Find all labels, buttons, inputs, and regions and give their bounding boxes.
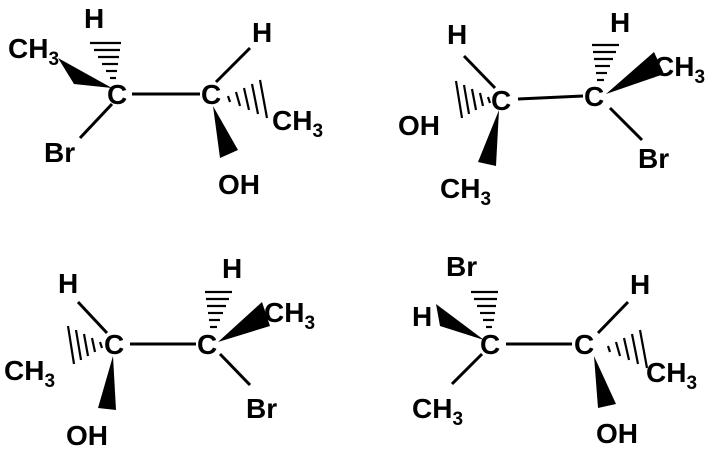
hashed-bond-h [592, 43, 619, 82]
carbon-right: C [584, 81, 604, 112]
hydrogen-left: H [84, 3, 104, 34]
hashed-bond-br [471, 290, 498, 329]
hydrogen-right: H [252, 17, 272, 48]
c-ch3-bond [450, 352, 484, 386]
methyl-left: CH3 [412, 393, 463, 430]
structure-3: C C H CH3 OH H CH3 Br [4, 253, 315, 451]
hydroxyl: OH [596, 418, 638, 449]
wedge-bond-ch3-right [606, 52, 664, 94]
c-h-bond [462, 54, 497, 90]
wedge-bond-oh [213, 106, 238, 158]
hydrogen-left: H [412, 301, 432, 332]
methyl-right: CH3 [654, 51, 705, 88]
hydrogen-left: H [447, 19, 467, 50]
structure-2: C C H OH CH3 H CH3 Br [398, 7, 705, 210]
methyl-right: CH3 [272, 105, 323, 142]
structure-4: C C Br H CH3 H CH3 OH [412, 251, 697, 449]
wedge-bond-ch3-right [218, 302, 270, 342]
bromine: Br [44, 137, 75, 168]
c-br-bond [608, 106, 644, 142]
carbon-left: C [480, 329, 500, 360]
bromine: Br [446, 251, 477, 282]
c-h-bond [596, 300, 630, 335]
structure-1: C C H CH3 Br H CH3 OH [8, 3, 323, 200]
hydrogen-right: H [630, 269, 650, 300]
hashed-bond-oh [454, 80, 492, 119]
hashed-bond-ch3 [226, 79, 269, 119]
wedge-bond-ch3 [58, 58, 112, 88]
hydrogen-right: H [610, 7, 630, 38]
bromine: Br [638, 143, 669, 174]
methyl-left: CH3 [8, 33, 59, 70]
wedge-bond-h [436, 304, 484, 340]
hydroxyl: OH [66, 420, 108, 451]
carbon-right: C [201, 79, 221, 110]
hashed-bond-h [205, 290, 232, 329]
methyl-right: CH3 [264, 297, 315, 334]
hydroxyl: OH [398, 110, 440, 141]
wedge-bond-oh [98, 356, 116, 410]
carbon-left: C [104, 329, 124, 360]
c-h-bond [76, 300, 109, 335]
hashed-bond-ch3 [66, 325, 104, 365]
methyl-right: CH3 [646, 357, 697, 394]
carbon-right: C [197, 329, 217, 360]
methyl-left: CH3 [440, 173, 491, 210]
bromine: Br [246, 393, 277, 424]
c-br-bond [78, 102, 114, 140]
c-c-bond [517, 94, 584, 101]
wedge-bond-ch3 [478, 110, 499, 166]
hydroxyl: OH [218, 169, 260, 200]
hydrogen-left: H [58, 268, 78, 299]
hashed-bond-ch3 [606, 329, 649, 369]
carbon-right: C [574, 329, 594, 360]
methyl-left: CH3 [4, 355, 55, 392]
carbon-left: C [491, 85, 511, 116]
hydrogen-right: H [222, 253, 242, 284]
c-br-bond [218, 352, 252, 387]
carbon-left: C [107, 79, 127, 110]
c-h-bond [214, 46, 252, 84]
hashed-bond-h [90, 41, 121, 80]
wedge-bond-oh [594, 356, 616, 408]
